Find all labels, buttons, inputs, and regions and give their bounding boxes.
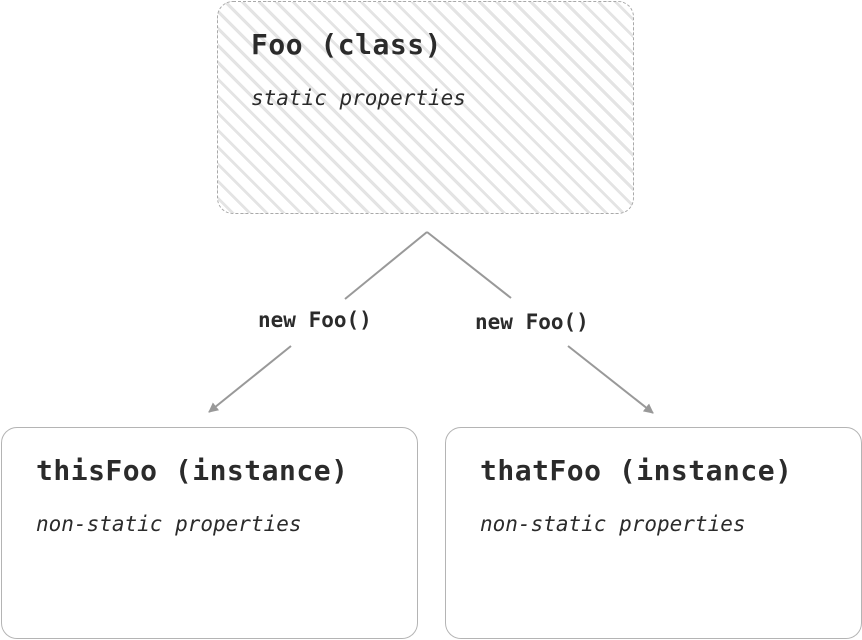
edge-label-this: new Foo()	[256, 308, 374, 332]
instance-node-that: thatFoo (instance) non-static properties	[445, 427, 862, 639]
instance-node-this-title: thisFoo (instance)	[36, 454, 349, 487]
class-node-title: Foo (class)	[251, 28, 442, 61]
edge-line-right-upper	[426, 231, 512, 299]
edge-line-right-lower	[567, 345, 654, 414]
edge-label-that: new Foo()	[473, 310, 591, 334]
class-node-subtitle: static properties	[251, 86, 466, 110]
instance-node-that-title: thatFoo (instance)	[480, 454, 793, 487]
class-node: Foo (class) static properties	[217, 1, 634, 214]
edge-line-left-lower	[208, 345, 292, 413]
instance-node-this-subtitle: non-static properties	[36, 512, 302, 536]
instance-node-this: thisFoo (instance) non-static properties	[1, 427, 418, 639]
edge-line-left-upper	[344, 231, 428, 300]
instance-node-that-subtitle: non-static properties	[480, 512, 746, 536]
